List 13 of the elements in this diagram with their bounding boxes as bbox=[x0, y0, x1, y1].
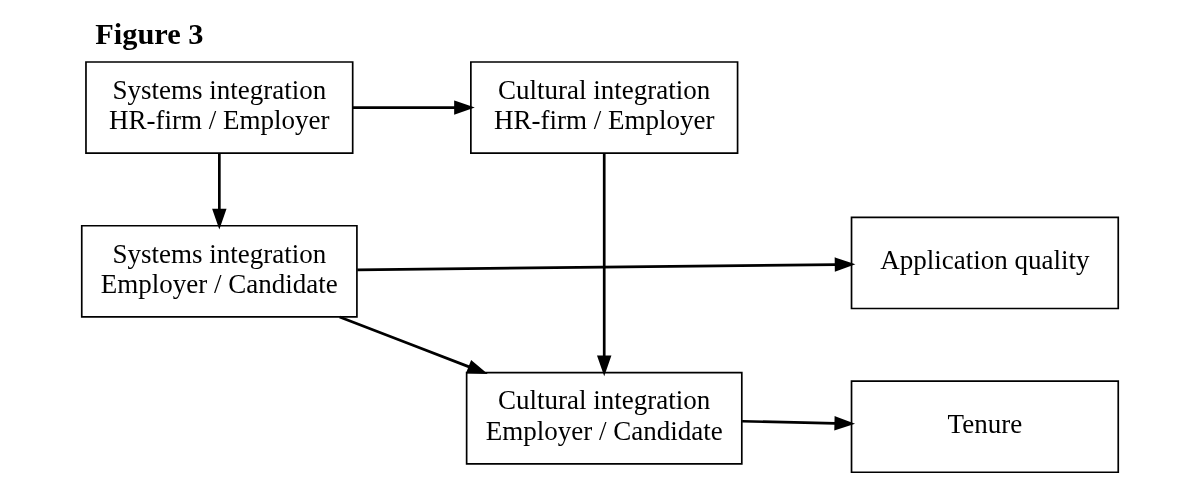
node-box: Systems integration Employer / Candidate bbox=[80, 224, 358, 318]
arrow bbox=[357, 257, 856, 272]
arrow bbox=[339, 315, 488, 375]
node-box: Cultural integration Employer / Candidate bbox=[465, 371, 743, 465]
arrow bbox=[742, 416, 856, 431]
diagram-title: Figure 3 bbox=[95, 17, 204, 52]
arrow bbox=[352, 100, 475, 115]
node-box: Cultural integration HR-firm / Employer bbox=[470, 61, 739, 155]
node-box: Tenure bbox=[850, 380, 1120, 474]
arrow bbox=[597, 153, 612, 377]
node-box: Application quality bbox=[850, 216, 1120, 310]
arrow bbox=[212, 153, 227, 230]
node-box: Systems integration HR-firm / Employer bbox=[85, 61, 354, 155]
